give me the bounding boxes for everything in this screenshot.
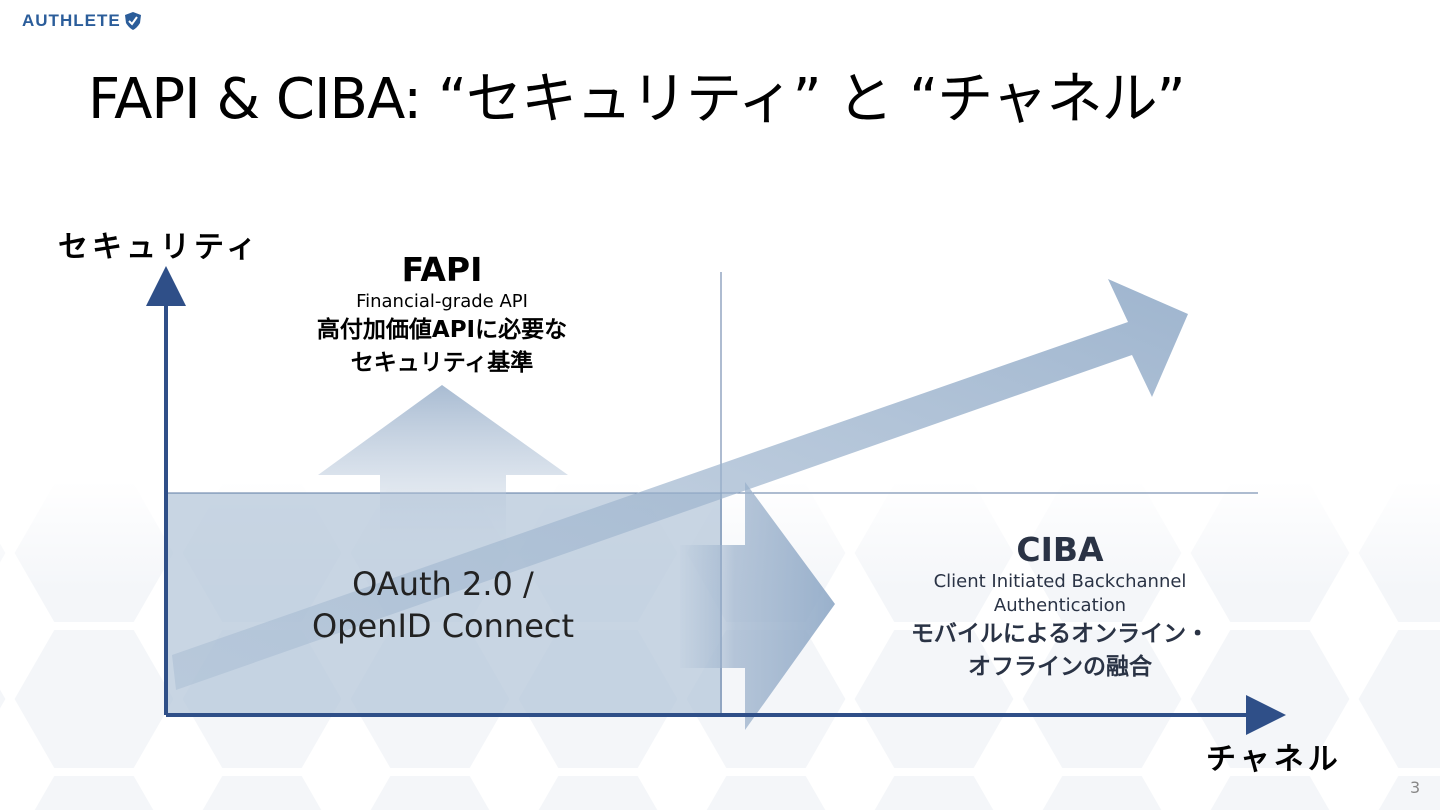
oauth-line: OpenID Connect xyxy=(311,607,575,645)
ciba-name: CIBA xyxy=(1016,530,1104,569)
ciba-full-name-line: Client Initiated Backchannel xyxy=(933,571,1187,592)
ciba-full-name: Client Initiated Backchannel Authenticat… xyxy=(860,570,1260,618)
oauth-line: OAuth 2.0 / xyxy=(352,565,534,603)
fapi-name: FAPI xyxy=(401,250,483,289)
ciba-description: モバイルによるオンライン・ オフラインの融合 xyxy=(860,618,1260,684)
y-axis-label: セキュリティ xyxy=(58,230,261,265)
page-number: 3 xyxy=(1410,778,1421,797)
shield-icon xyxy=(124,12,141,30)
fapi-description-line: セキュリティ基準 xyxy=(350,350,534,376)
ciba-description-line: オフラインの融合 xyxy=(968,654,1152,680)
oauth-label-block: OAuth 2.0 / OpenID Connect xyxy=(283,563,603,647)
authlete-logo: AUTHLETE xyxy=(22,9,141,33)
slide-title: FAPI & CIBA: “セキュリティ” と “チャネル” xyxy=(88,67,1186,132)
fapi-description: 高付加価値APIに必要な セキュリティ基準 xyxy=(262,314,622,380)
fapi-ciba-diagonal-arrow xyxy=(172,279,1188,690)
fapi-full-name: Financial-grade API xyxy=(356,291,528,312)
ciba-description-line: モバイルによるオンライン・ xyxy=(910,621,1210,647)
fapi-label-block: FAPI Financial-grade API 高付加価値APIに必要な セキ… xyxy=(262,250,622,380)
fapi-description-line: 高付加価値APIに必要な xyxy=(316,317,568,343)
ciba-right-arrow xyxy=(680,482,835,730)
ciba-full-name-line: Authentication xyxy=(993,595,1127,616)
fapi-up-arrow xyxy=(318,385,568,552)
logo-text: AUTHLETE xyxy=(22,11,121,30)
ciba-label-block: CIBA Client Initiated Backchannel Authen… xyxy=(860,530,1260,684)
x-axis-label: チャネル xyxy=(1206,742,1342,777)
